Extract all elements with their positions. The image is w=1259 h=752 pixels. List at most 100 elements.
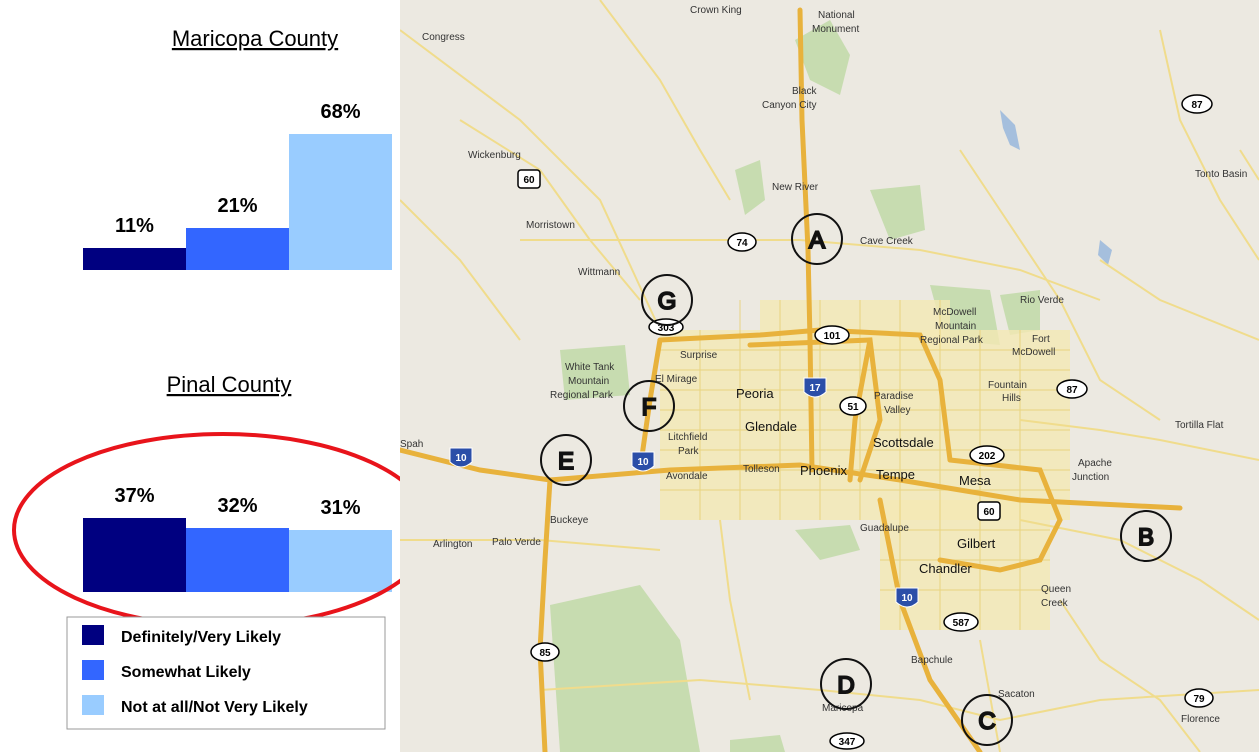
svg-text:G: G — [658, 288, 677, 315]
place-wickenburg: Wickenburg — [468, 150, 521, 161]
place-mcdowell: McDowell — [933, 307, 976, 318]
marker-e[interactable]: E — [540, 434, 592, 486]
shield-60-mesa: 60 — [977, 501, 1001, 521]
place-tonto-basin: Tonto Basin — [1195, 169, 1247, 180]
legend-label-not-likely: Not at all/Not Very Likely — [121, 699, 308, 716]
place-buckeye: Buckeye — [550, 515, 589, 526]
place-tolleson: Tolleson — [743, 464, 780, 475]
place-tortilla-flat: Tortilla Flat — [1175, 420, 1224, 431]
shield-i10-mid: 10 — [631, 451, 655, 472]
place-el-mirage: El Mirage — [655, 374, 698, 385]
phoenix-area-map[interactable]: Crown King National Monument Congress Bl… — [400, 0, 1259, 752]
shield-79: 79 — [1184, 688, 1214, 708]
shield-85: 85 — [530, 642, 560, 662]
place-avondale: Avondale — [666, 471, 708, 482]
place-cave-creek: Cave Creek — [860, 236, 914, 247]
shield-i10-west: 10 — [449, 447, 473, 468]
place-gilbert: Gilbert — [957, 536, 996, 551]
maricopa-bar-not-likely — [289, 134, 392, 270]
pinal-label-not-likely: 31% — [320, 497, 360, 519]
place-tempe: Tempe — [876, 467, 915, 482]
place-canyon-city: Canyon City — [762, 100, 816, 111]
place-white-tank: White Tank — [565, 362, 615, 373]
svg-text:60: 60 — [523, 175, 535, 186]
svg-text:10: 10 — [637, 457, 649, 468]
shield-60-wickenburg: 60 — [517, 169, 541, 189]
place-spah: Spah — [400, 439, 423, 450]
survey-charts-panel: Maricopa County 11%21%68% Pinal County 3… — [0, 0, 400, 752]
svg-text:202: 202 — [979, 451, 996, 462]
marker-g[interactable]: G — [641, 274, 693, 326]
site-markers: A B C D E F G — [540, 213, 1172, 746]
place-crown-king: Crown King — [690, 5, 742, 16]
maricopa-bar-definitely — [83, 248, 186, 270]
svg-text:587: 587 — [953, 618, 970, 629]
maricopa-bar-somewhat — [186, 228, 289, 270]
pinal-bars: 37%32%31% — [83, 485, 392, 592]
marker-f[interactable]: F — [623, 380, 675, 432]
place-litchfield: Litchfield — [668, 432, 707, 443]
place-florence: Florence — [1181, 714, 1220, 725]
svg-text:87: 87 — [1191, 100, 1203, 111]
svg-text:87: 87 — [1066, 385, 1078, 396]
marker-c[interactable]: C — [961, 694, 1013, 746]
place-park: Park — [678, 446, 700, 457]
park-areas — [550, 20, 1040, 752]
place-creek: Creek — [1041, 598, 1069, 609]
legend-label-somewhat: Somewhat Likely — [121, 664, 251, 681]
place-black: Black — [792, 86, 817, 97]
maricopa-label-not-likely: 68% — [320, 101, 360, 123]
svg-text:85: 85 — [539, 648, 551, 659]
shield-74: 74 — [727, 232, 757, 252]
maricopa-bars: 11% 21% 68% — [83, 101, 392, 270]
svg-text:E: E — [558, 448, 574, 475]
lakes — [1000, 110, 1112, 265]
marker-d[interactable]: D — [820, 658, 872, 710]
place-new-river: New River — [772, 182, 819, 193]
shield-51: 51 — [839, 396, 867, 416]
place-morristown: Morristown — [526, 220, 575, 231]
place-bapchule: Bapchule — [911, 655, 953, 666]
route-shields: 87 60 74 303 101 17 51 87 10 10 202 60 1… — [449, 94, 1214, 750]
place-labels: Crown King National Monument Congress Bl… — [400, 5, 1247, 725]
shield-587: 587 — [943, 612, 979, 632]
place-glendale: Glendale — [745, 419, 797, 434]
marker-b[interactable]: B — [1120, 510, 1172, 562]
minor-roads — [400, 0, 1259, 752]
place-monument: Monument — [812, 24, 859, 35]
place-queen: Queen — [1041, 584, 1071, 595]
pinal-bar-not-likely — [289, 530, 392, 592]
marker-a[interactable]: A — [791, 213, 843, 265]
shield-347: 347 — [829, 732, 865, 750]
pinal-bar-definitely — [83, 518, 186, 592]
place-wittmann: Wittmann — [578, 267, 620, 278]
svg-text:D: D — [837, 672, 854, 699]
place-paradise: Paradise — [874, 391, 914, 402]
place-chandler: Chandler — [919, 561, 972, 576]
svg-text:10: 10 — [455, 453, 467, 464]
place-arlington: Arlington — [433, 539, 472, 550]
place-wt-regional: Regional Park — [550, 390, 614, 401]
place-mesa: Mesa — [959, 473, 992, 488]
place-fort: Fort — [1032, 334, 1050, 345]
place-apache: Apache — [1078, 458, 1112, 469]
shield-87-north: 87 — [1181, 94, 1213, 114]
place-palo-verde: Palo Verde — [492, 537, 541, 548]
legend-swatch-definitely — [82, 625, 104, 645]
pinal-chart-title: Pinal County — [167, 372, 292, 397]
maricopa-label-somewhat: 21% — [217, 195, 257, 217]
place-sacaton: Sacaton — [998, 689, 1035, 700]
survey-charts-svg: Maricopa County 11%21%68% Pinal County 3… — [12, 26, 400, 730]
place-scottsdale: Scottsdale — [873, 435, 934, 450]
maricopa-label-definitely: 11% — [115, 215, 154, 237]
place-regional-park: Regional Park — [920, 335, 984, 346]
shield-i10-south: 10 — [895, 587, 919, 608]
place-junction: Junction — [1072, 472, 1109, 483]
svg-text:347: 347 — [839, 737, 856, 748]
place-wt-mountain: Mountain — [568, 376, 609, 387]
pinal-label-somewhat: 32% — [217, 495, 257, 517]
legend-label-definitely: Definitely/Very Likely — [121, 629, 281, 646]
svg-text:F: F — [642, 394, 657, 421]
legend-box — [66, 616, 386, 730]
legend-swatch-somewhat — [82, 660, 104, 680]
